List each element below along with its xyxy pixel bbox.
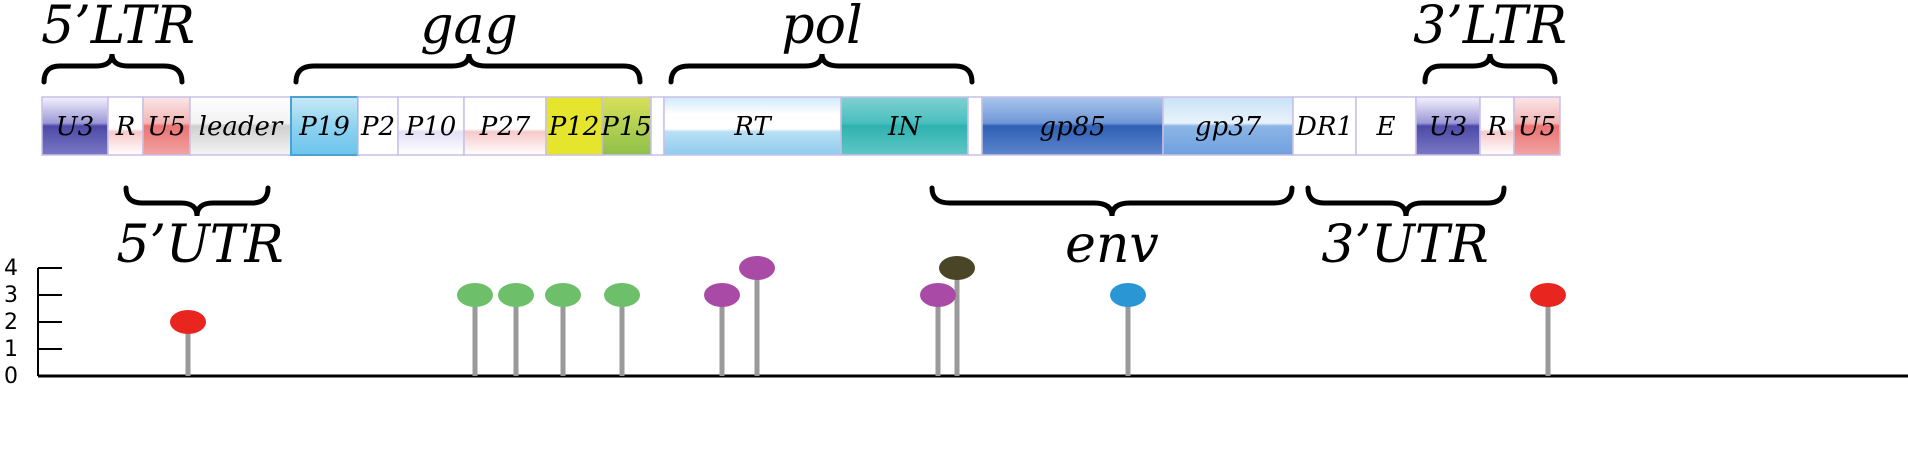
utr3-label: 3’UTR xyxy=(1321,215,1488,275)
gag-brace xyxy=(293,53,643,85)
env-brace xyxy=(929,185,1295,217)
segment-box-r-1 xyxy=(107,96,144,156)
segment-label-r: R xyxy=(1486,112,1507,142)
pol-label: pol xyxy=(781,0,862,56)
y-tick-label: 3 xyxy=(4,283,18,308)
lollipop-head xyxy=(939,256,975,280)
segment-label-p12: P12 xyxy=(548,112,600,142)
segment-box-p19-4 xyxy=(290,96,359,156)
segment-box-gp37-15 xyxy=(1162,96,1294,156)
lollipop-heads xyxy=(170,256,1566,334)
segment-label-p27: P27 xyxy=(479,112,531,142)
segment-label-in: IN xyxy=(887,112,922,142)
segment-box-u3-18 xyxy=(1415,96,1481,156)
segment-box-e-17 xyxy=(1355,96,1417,156)
segment-label-leader: leader xyxy=(199,112,284,142)
lollipop-head xyxy=(545,283,581,307)
lollipop-head xyxy=(1110,283,1146,307)
segment-box-p12-8 xyxy=(545,96,603,156)
lollipop-head xyxy=(457,283,493,307)
ltr3-label: 3’LTR xyxy=(1413,0,1567,56)
segment-label-gp85: gp85 xyxy=(1039,112,1105,142)
y-tick-label: 2 xyxy=(4,310,18,335)
segment-box-spacer-13 xyxy=(967,96,983,156)
segment-box-p27-7 xyxy=(463,96,547,156)
lollipop-head xyxy=(604,283,640,307)
segment-label-p10: P10 xyxy=(405,112,457,142)
env-label: env xyxy=(1065,215,1159,275)
segment-box-p2-5 xyxy=(357,96,399,156)
lollipop-head xyxy=(498,283,534,307)
segment-label-dr1: DR1 xyxy=(1295,112,1353,142)
pol-brace xyxy=(668,53,975,85)
lollipop-stems xyxy=(185,268,1551,376)
segment-label-u3: U3 xyxy=(56,112,94,142)
ltr5-brace xyxy=(41,53,185,85)
lollipop-head xyxy=(1530,283,1566,307)
segment-label-p15: P15 xyxy=(600,112,652,142)
segment-box-in-12 xyxy=(840,96,969,156)
segment-box-p15-9 xyxy=(601,96,652,156)
segment-box-u5-20 xyxy=(1513,96,1561,156)
segment-label-u5: U5 xyxy=(1518,112,1556,142)
segment-label-u3: U3 xyxy=(1429,112,1467,142)
segment-box-u3-0 xyxy=(41,96,109,156)
utr5-brace xyxy=(123,185,271,217)
lollipop-head xyxy=(704,283,740,307)
segment-label-gp37: gp37 xyxy=(1195,112,1262,142)
segment-label-e: E xyxy=(1376,112,1396,142)
y-tick-label: 1 xyxy=(4,337,18,362)
lollipop-head xyxy=(920,283,956,307)
segment-label-p19: P19 xyxy=(298,112,350,142)
gag-label: gag xyxy=(420,0,518,56)
y-tick-label: 0 xyxy=(4,364,18,389)
y-tick-label: 4 xyxy=(4,256,18,281)
top-braces xyxy=(41,53,1558,85)
lollipop-head xyxy=(170,310,206,334)
segment-box-u5-2 xyxy=(142,96,191,156)
segment-label-p2: P2 xyxy=(360,112,395,142)
segment-box-p10-6 xyxy=(397,96,465,156)
utr3-brace xyxy=(1305,185,1507,217)
bottom-braces xyxy=(123,185,1507,217)
segment-label-rt: RT xyxy=(733,112,772,142)
ltr3-brace xyxy=(1422,53,1558,85)
segment-label-u5: U5 xyxy=(147,112,185,142)
segment-label-r: R xyxy=(115,112,136,142)
segment-box-gp85-14 xyxy=(981,96,1164,156)
utr5-label: 5’UTR xyxy=(116,215,283,275)
ltr5-label: 5’LTR xyxy=(41,0,195,56)
segment-box-spacer-10 xyxy=(650,96,665,156)
lollipop-head xyxy=(739,256,775,280)
